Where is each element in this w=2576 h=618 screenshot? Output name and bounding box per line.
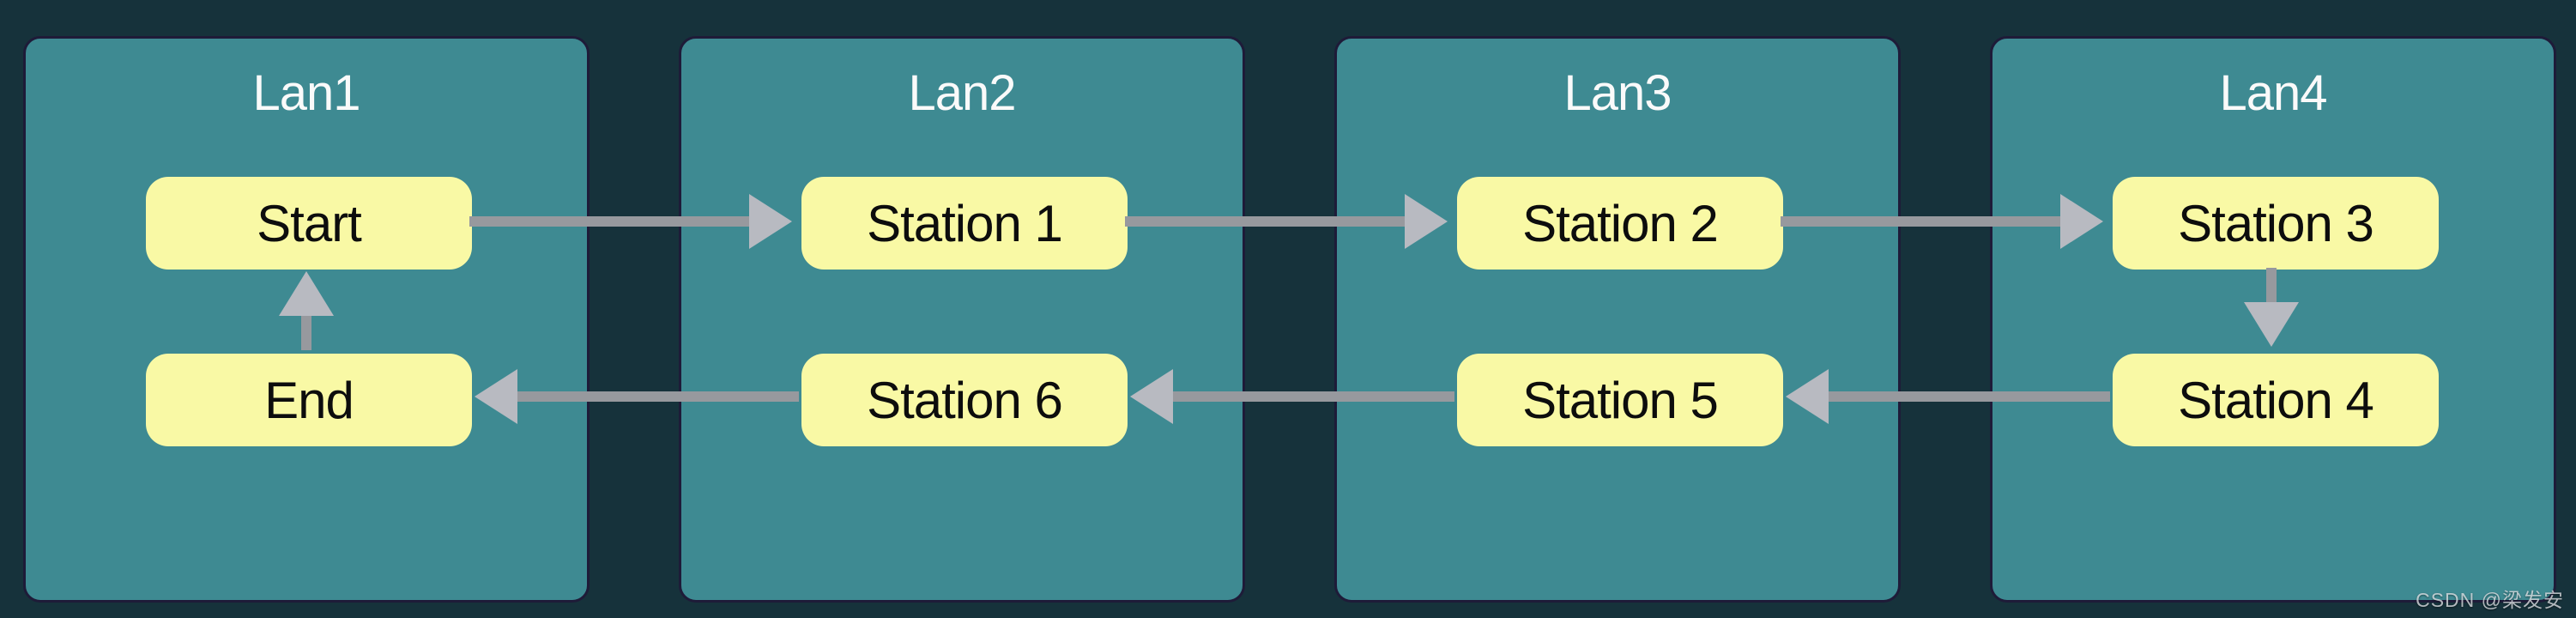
arrowhead-down-icon [2244,302,2299,347]
arrowhead-up-icon [279,271,334,316]
lane-title-lan4: Lan4 [2219,65,2327,121]
arrowhead-left-icon [1130,369,1173,424]
arrow-line [1125,216,1405,227]
node-station2: Station 2 [1457,177,1783,270]
edge-start-to-station1 [469,194,792,249]
lane-panel-lan3: Lan3 Station 2 Station 5 [1334,36,1901,603]
lane-panel-lan2: Lan2 Station 1 Station 6 [679,36,1245,603]
arrow-line [301,316,311,350]
arrow-line [1173,391,1454,402]
edge-station3-to-station4 [2244,268,2299,347]
edge-station2-to-station3 [1781,194,2103,249]
arrow-line [1781,216,2060,227]
arrowhead-right-icon [1405,194,1448,249]
lane-title-lan2: Lan2 [908,65,1016,121]
arrowhead-right-icon [2060,194,2103,249]
arrow-line [469,216,749,227]
node-start: Start [146,177,472,270]
lane-title-lan1: Lan1 [252,65,360,121]
arrow-line [2266,268,2277,302]
node-station3: Station 3 [2113,177,2439,270]
lane-title-lan3: Lan3 [1563,65,1672,121]
lane-panel-lan1: Lan1 Start End [23,36,590,603]
node-station5: Station 5 [1457,354,1783,446]
node-station6: Station 6 [801,354,1128,446]
arrow-line [517,391,799,402]
arrow-line [1829,391,2110,402]
node-end: End [146,354,472,446]
node-station1: Station 1 [801,177,1128,270]
edge-station1-to-station2 [1125,194,1448,249]
watermark: CSDN @梁发安 [2416,589,2564,611]
lane-panel-lan4: Lan4 Station 3 Station 4 [1990,36,2556,603]
edge-station6-to-end [475,369,799,424]
node-station4: Station 4 [2113,354,2439,446]
arrowhead-left-icon [475,369,517,424]
edge-station4-to-station5 [1786,369,2110,424]
arrowhead-left-icon [1786,369,1829,424]
edge-end-to-start [279,271,334,350]
arrowhead-right-icon [749,194,792,249]
edge-station5-to-station6 [1130,369,1454,424]
